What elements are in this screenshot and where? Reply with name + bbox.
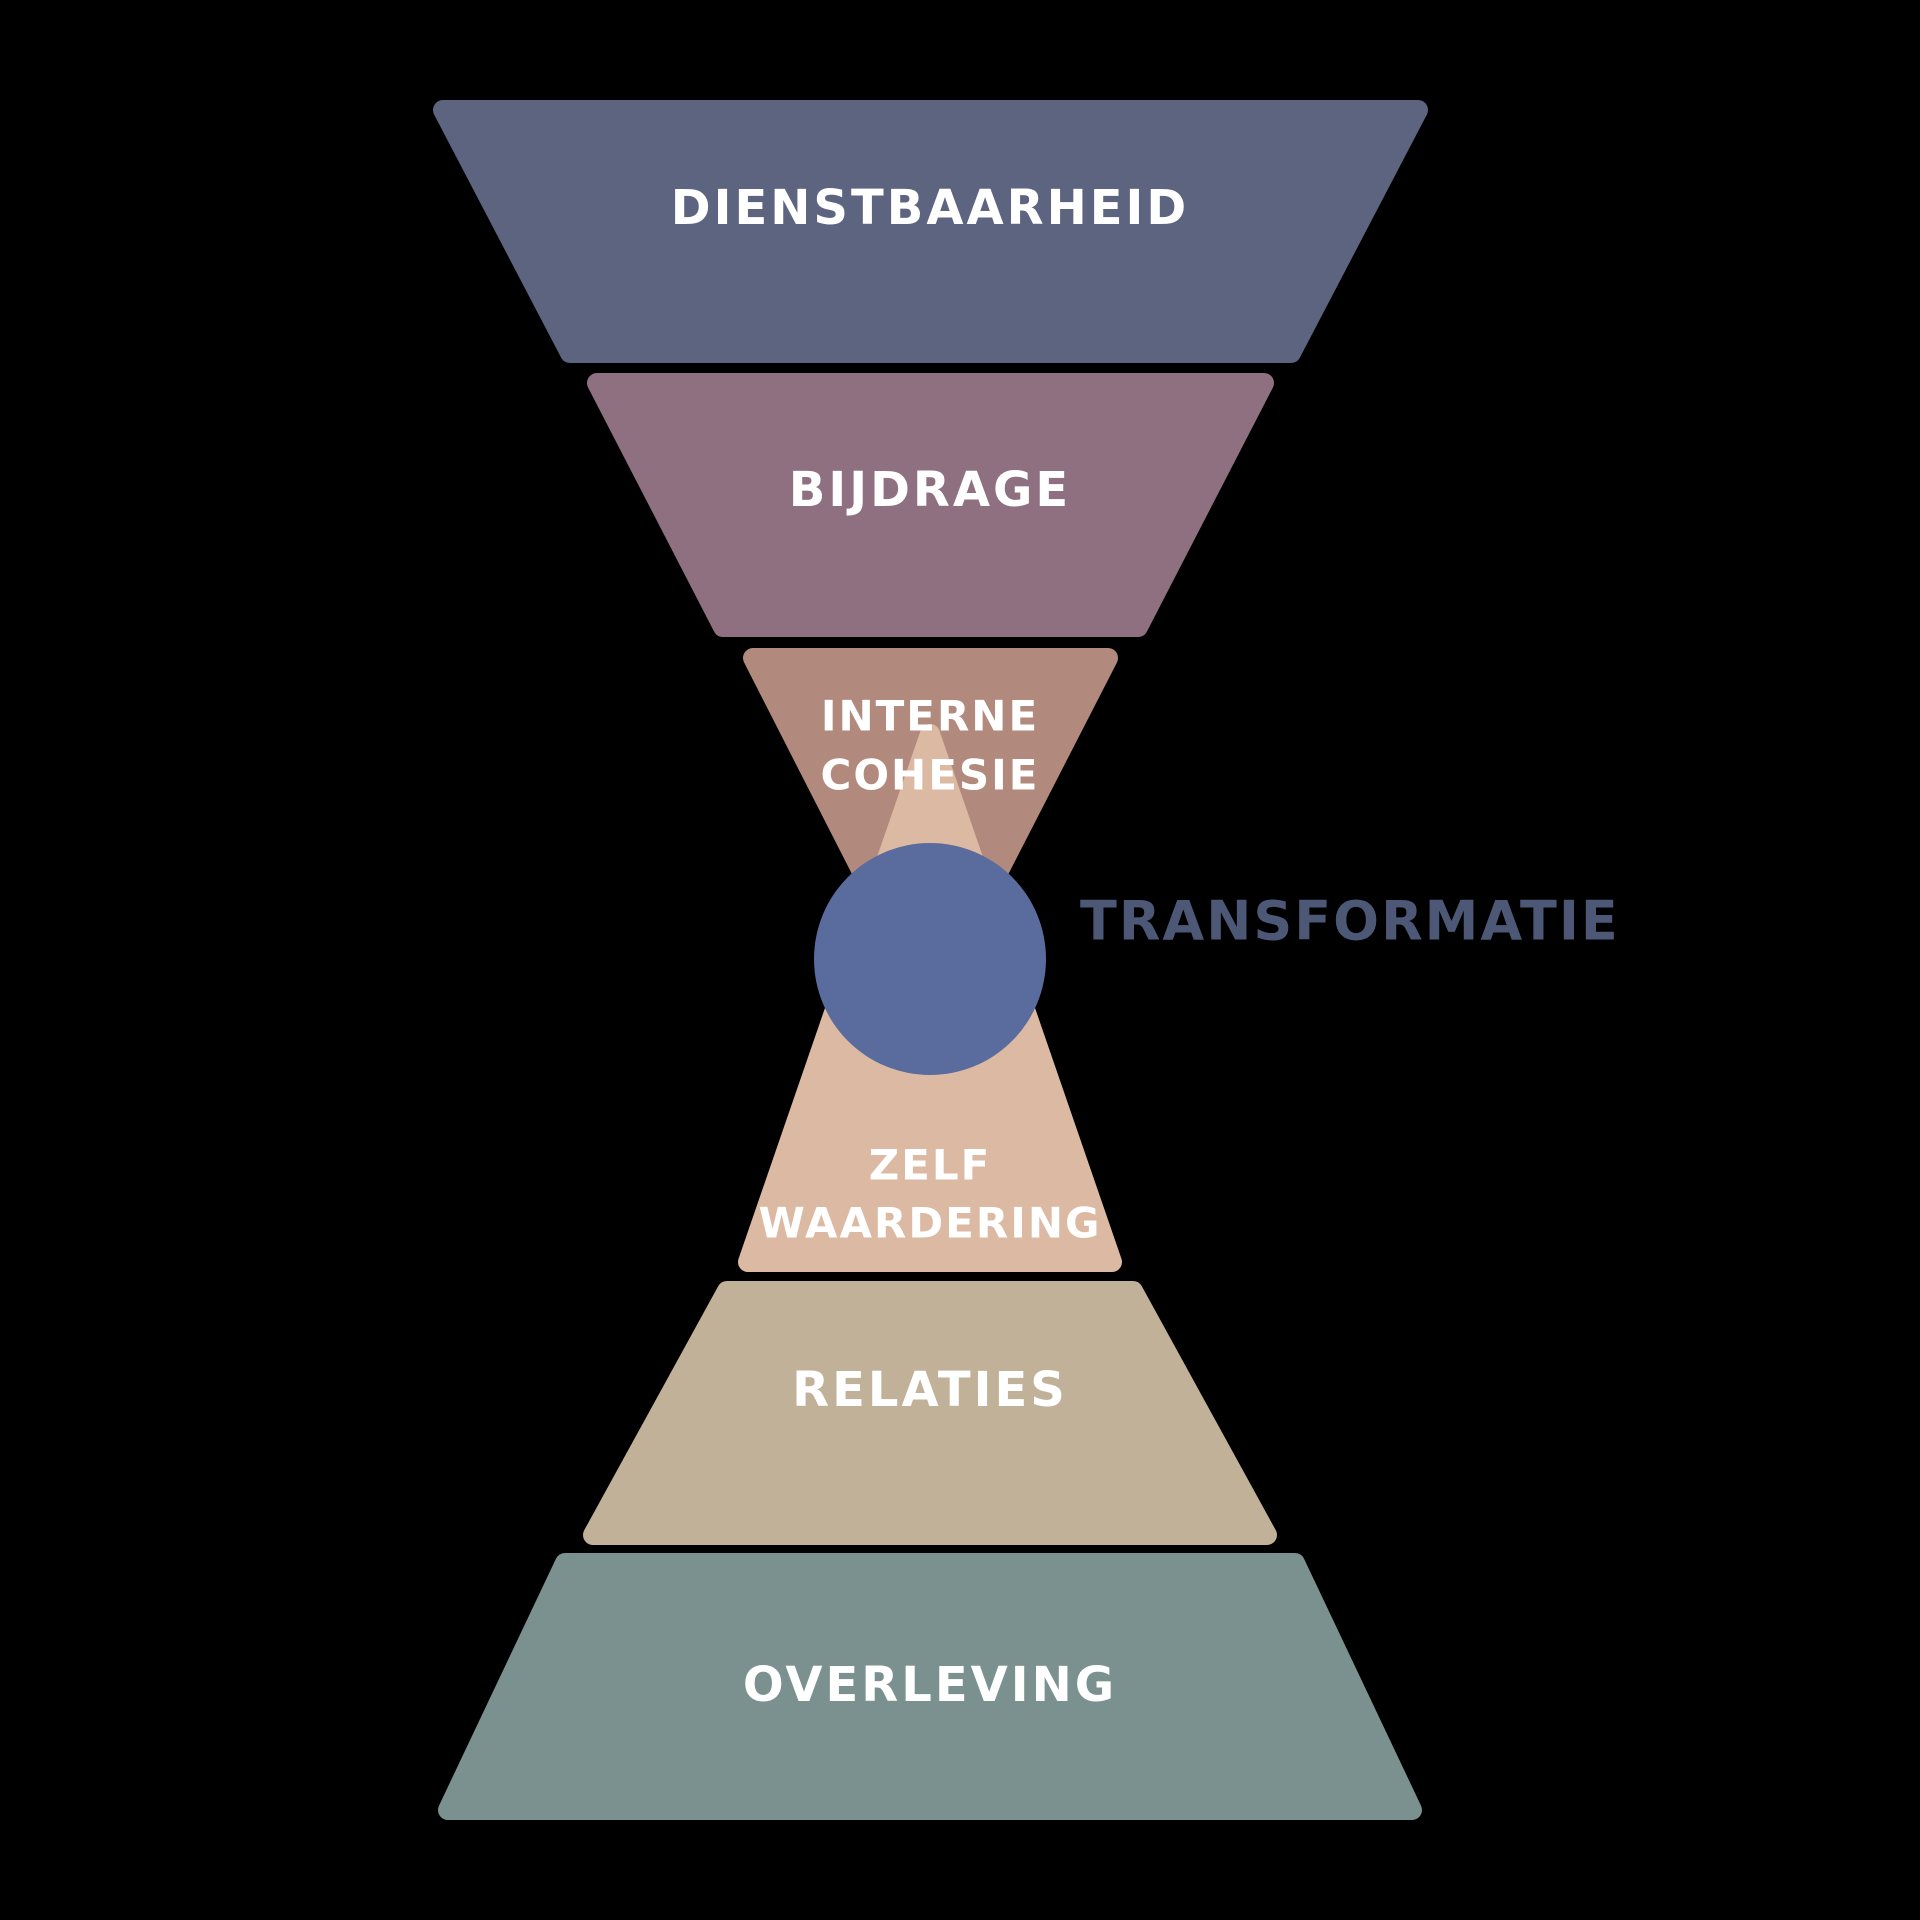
label-interne-cohesie-line2: COHESIE xyxy=(821,751,1040,800)
label-zelfwaardering-line2: WAARDERING xyxy=(759,1199,1102,1248)
label-bijdrage: BIJDRAGE xyxy=(789,462,1071,518)
label-relaties: RELATIES xyxy=(792,1362,1068,1418)
pyramid-level-overleving xyxy=(438,1553,1422,1820)
label-dienstbaarheid: DIENSTBAARHEID xyxy=(671,180,1189,236)
transformation-circle xyxy=(814,843,1046,1075)
pyramid-level-relaties xyxy=(583,1281,1277,1545)
label-transformatie: TRANSFORMATIE xyxy=(1080,890,1620,953)
funnel-level-bijdrage xyxy=(587,373,1274,637)
label-interne-cohesie-line1: INTERNE xyxy=(821,692,1039,741)
funnel-level-dienstbaarheid xyxy=(433,100,1428,363)
label-zelfwaardering-line1: ZELF xyxy=(869,1141,992,1190)
label-overleving: OVERLEVING xyxy=(743,1657,1117,1713)
